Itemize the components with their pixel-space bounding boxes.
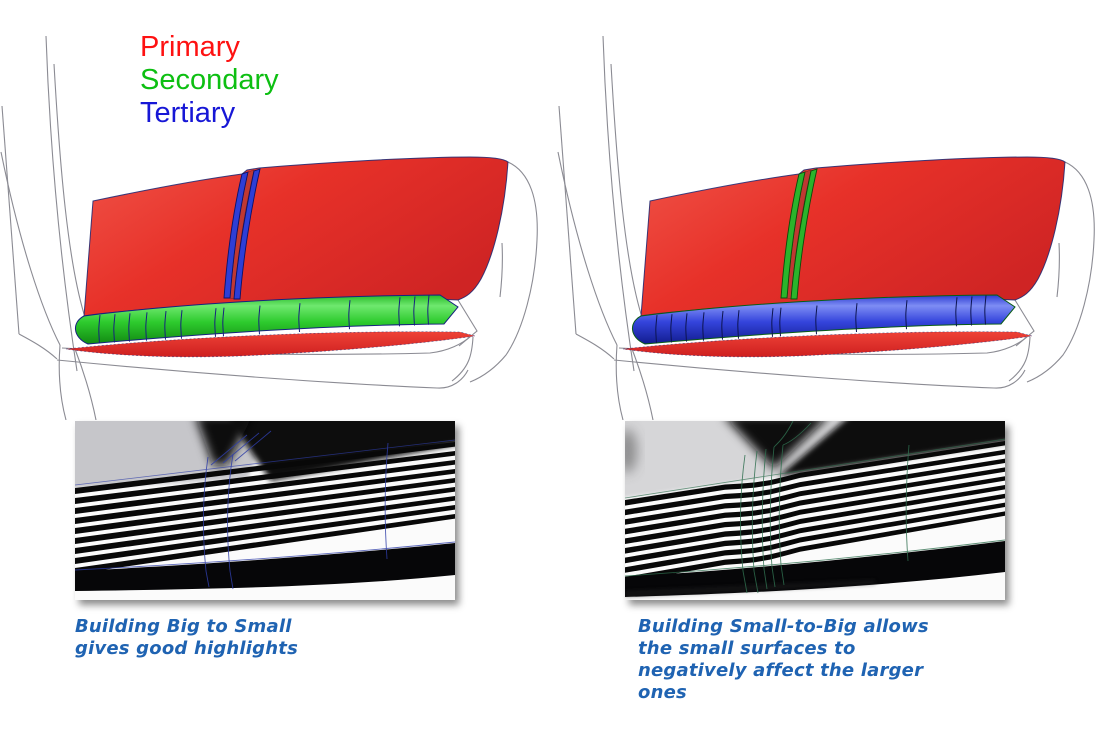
model-big-to-small-render bbox=[0, 35, 538, 420]
caption-big-to-small: Building Big to Small gives good highlig… bbox=[75, 616, 298, 659]
caption-small-to-big: Building Small-to-Big allows the small s… bbox=[638, 616, 929, 703]
legend-item-secondary: Secondary bbox=[140, 64, 279, 96]
dark-reflection-area bbox=[777, 421, 1005, 477]
zebra-analysis-small-to-big bbox=[625, 421, 1005, 600]
isoparm-lines bbox=[75, 430, 455, 590]
zebra-stripes bbox=[625, 441, 1005, 583]
groove-surfaces bbox=[780, 168, 818, 300]
rocker-strip bbox=[632, 294, 1016, 345]
isoparm-lines bbox=[625, 421, 1005, 594]
model-small-to-big-render bbox=[557, 35, 1095, 420]
rocker-strip bbox=[75, 294, 459, 345]
legend-item-tertiary: Tertiary bbox=[140, 97, 236, 129]
groove-shadow bbox=[197, 421, 250, 465]
legend-item-primary: Primary bbox=[140, 31, 240, 63]
groove-surfaces bbox=[223, 168, 261, 300]
primary-door-surface bbox=[640, 156, 1066, 317]
zebra-stripes bbox=[75, 442, 455, 574]
lower-reflection-band bbox=[75, 543, 455, 591]
sill-surface bbox=[65, 331, 476, 358]
lower-reflection-band bbox=[625, 541, 1005, 597]
zebra-analysis-big-to-small bbox=[75, 421, 455, 600]
primary-door-surface bbox=[83, 156, 509, 317]
sill-surface bbox=[622, 331, 1033, 358]
